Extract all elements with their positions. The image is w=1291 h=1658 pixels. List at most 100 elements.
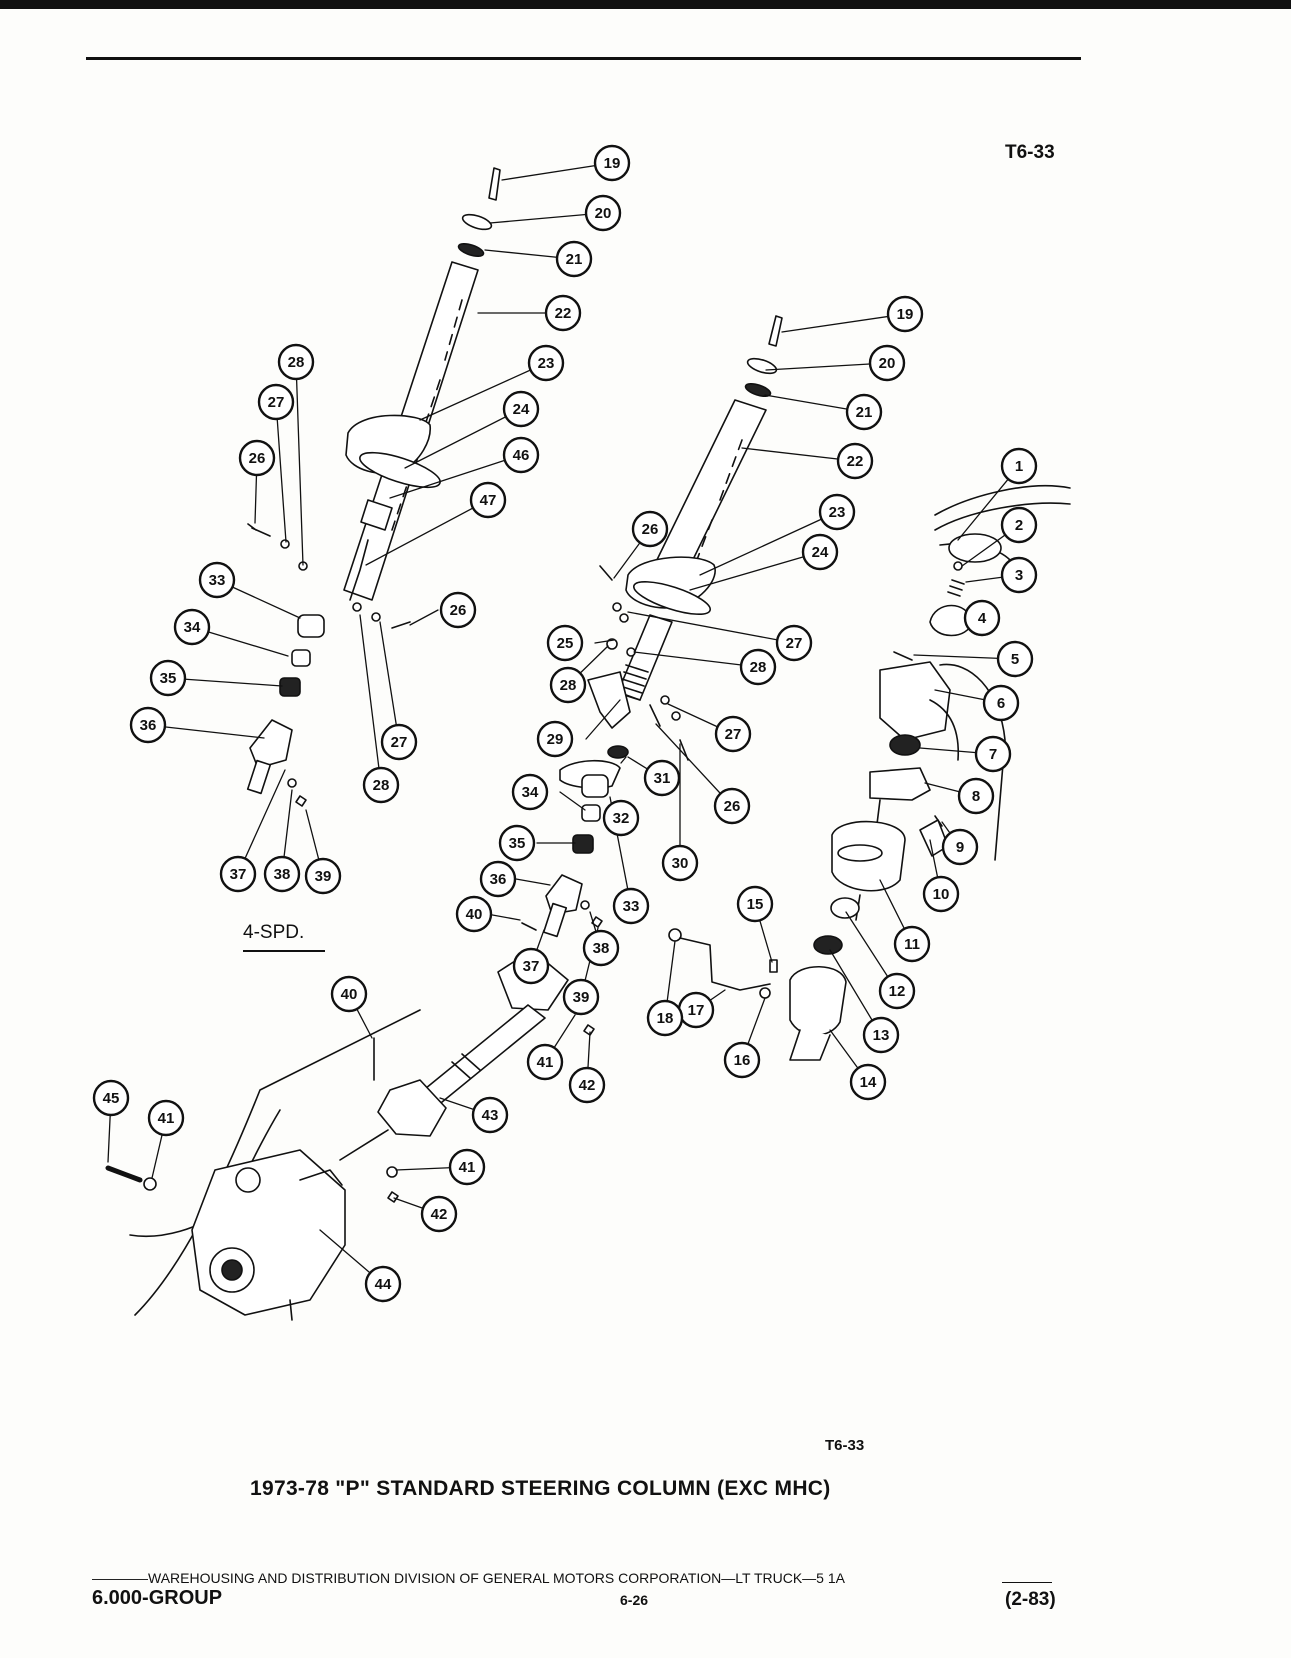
callout-24: 24 (801, 533, 839, 571)
callout-34: 34 (173, 608, 211, 646)
part-3-spring (947, 579, 965, 597)
footer-page-number: 6-26 (620, 1592, 649, 1608)
part-18-ball-stud (668, 928, 682, 942)
callout-11: 11 (893, 925, 931, 963)
callout-number: 34 (522, 784, 539, 801)
callout-5: 5 (996, 640, 1034, 678)
callout-39: 39 (304, 857, 342, 895)
footer-group: 6.000-GROUP (92, 1587, 223, 1609)
variant-label: 4-SPD. (243, 922, 305, 943)
callout-26: 26 (439, 591, 477, 629)
callout-number: 2 (1015, 517, 1023, 534)
part-16-clip (759, 987, 771, 999)
callout-number: 27 (391, 734, 408, 751)
callout-number: 27 (268, 394, 285, 411)
callout-42: 42 (568, 1066, 606, 1104)
callout-43: 43 (471, 1096, 509, 1134)
callout-23: 23 (527, 344, 565, 382)
callout-32: 32 (602, 799, 640, 837)
center-shaft-tip (768, 315, 783, 347)
callout-number: 29 (547, 731, 564, 748)
callout-number: 41 (537, 1054, 554, 1071)
callout-6: 6 (982, 684, 1020, 722)
callout-46: 46 (502, 436, 540, 474)
callout-28: 28 (362, 766, 400, 804)
callout-27: 27 (775, 624, 813, 662)
callout-number: 26 (724, 798, 741, 815)
callout-28: 28 (739, 648, 777, 686)
callout-35: 35 (149, 659, 187, 697)
callout-number: 36 (140, 717, 157, 734)
callout-number: 33 (209, 572, 226, 589)
callout-20: 20 (584, 194, 622, 232)
callout-number: 35 (160, 670, 177, 687)
callout-number: 19 (897, 306, 914, 323)
part-17-shift-rod (679, 937, 771, 991)
callout-16: 16 (723, 1041, 761, 1079)
variant-underline (243, 950, 325, 952)
callout-29: 29 (536, 720, 574, 758)
figure-caption: 1973-78 "P" STANDARD STEERING COLUMN (EX… (250, 1477, 831, 1500)
callout-number: 45 (103, 1090, 120, 1107)
callout-number: 28 (288, 354, 305, 371)
callout-25: 25 (546, 624, 584, 662)
callout-36: 36 (479, 860, 517, 898)
callout-13: 13 (862, 1016, 900, 1054)
callout-number: 26 (450, 602, 467, 619)
callout-number: 37 (523, 958, 540, 975)
callout-number: 23 (829, 504, 846, 521)
callout-27: 27 (380, 723, 418, 761)
callout-21: 21 (555, 240, 593, 278)
callout-18: 18 (646, 999, 684, 1037)
callout-number: 28 (373, 777, 390, 794)
part-13-washer (813, 935, 843, 955)
left-part-34 (291, 649, 311, 667)
callout-number: 1 (1015, 458, 1023, 475)
callout-number: 46 (513, 447, 530, 464)
callout-40: 40 (455, 895, 493, 933)
callout-number: 20 (595, 205, 612, 222)
callout-3: 3 (1000, 556, 1038, 594)
callout-number: 39 (573, 989, 590, 1006)
frame-bolt-45 (105, 1165, 143, 1183)
callout-40: 40 (330, 975, 368, 1013)
callout-number: 35 (509, 835, 526, 852)
left-part-33 (297, 614, 325, 638)
callout-34: 34 (511, 773, 549, 811)
center-part-33 (581, 774, 609, 798)
callout-14: 14 (849, 1063, 887, 1101)
callout-number: 6 (997, 695, 1005, 712)
center-seal-24 (633, 581, 711, 615)
callout-number: 21 (856, 404, 873, 421)
callout-number: 25 (557, 635, 574, 652)
callout-33: 33 (612, 887, 650, 925)
callout-number: 36 (490, 871, 507, 888)
header-rule (86, 57, 1081, 60)
callout-8: 8 (957, 777, 995, 815)
callout-12: 12 (878, 972, 916, 1010)
callout-37: 37 (512, 947, 550, 985)
callout-41: 41 (448, 1148, 486, 1186)
callout-38: 38 (582, 929, 620, 967)
lower-u-joint (377, 1079, 447, 1137)
part-15-pin (769, 959, 778, 973)
center-bracket-30 (587, 671, 631, 729)
callout-number: 4 (978, 610, 987, 627)
callout-44: 44 (364, 1265, 402, 1303)
center-bearing-20 (746, 357, 778, 375)
left-column-assembly (246, 167, 501, 807)
callout-42: 42 (420, 1195, 458, 1233)
callout-10: 10 (922, 875, 960, 913)
callout-number: 14 (860, 1074, 877, 1091)
callout-37: 37 (219, 855, 257, 893)
callout-39: 39 (562, 978, 600, 1016)
callout-45: 45 (92, 1079, 130, 1117)
part-14-bell-housing (789, 965, 847, 1036)
callout-38: 38 (263, 855, 301, 893)
callout-number: 9 (956, 839, 964, 856)
center-bearing-31 (607, 745, 629, 759)
callout-number: 10 (933, 886, 950, 903)
callout-number: 7 (989, 746, 997, 763)
